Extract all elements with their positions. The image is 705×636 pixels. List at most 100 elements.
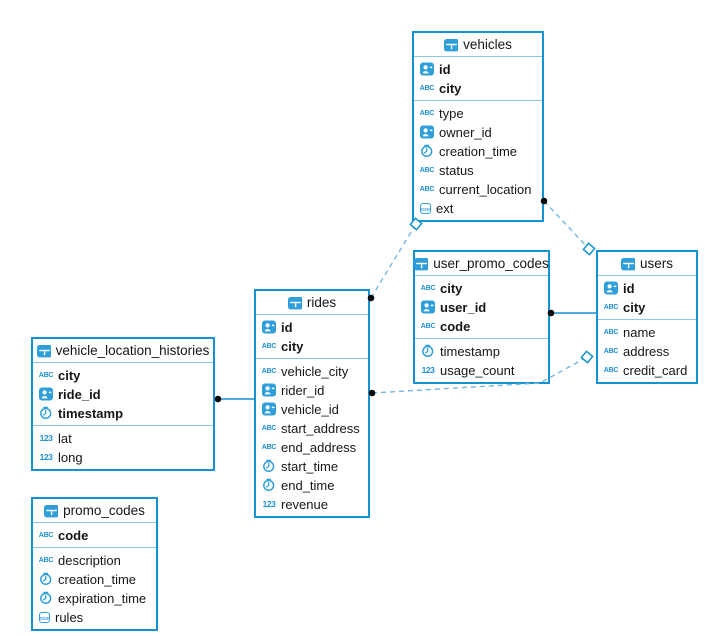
column-end-address[interactable]: ABC end_address bbox=[256, 438, 368, 457]
column-start-address[interactable]: ABC start_address bbox=[256, 419, 368, 438]
column-id[interactable]: id bbox=[414, 60, 542, 79]
column-name: status bbox=[439, 162, 474, 178]
abc-icon: ABC bbox=[261, 367, 277, 375]
column-end-time[interactable]: end_time bbox=[256, 476, 368, 495]
columns-section: timestamp 123 usage_count bbox=[415, 339, 548, 382]
column-name: start_address bbox=[281, 420, 360, 436]
column-city[interactable]: ABC city bbox=[414, 79, 542, 98]
column-name: creation_time bbox=[58, 571, 137, 587]
table-header[interactable]: rides bbox=[256, 291, 368, 315]
column-name: ext bbox=[436, 200, 454, 216]
column-name: address bbox=[623, 343, 670, 359]
table-header[interactable]: vehicles bbox=[414, 33, 542, 57]
relation-vehicles-users bbox=[543, 200, 590, 250]
column-address[interactable]: ABC address bbox=[598, 342, 696, 361]
column-rider-id[interactable]: rider_id bbox=[256, 381, 368, 400]
column-ride-id[interactable]: ride_id bbox=[33, 385, 213, 404]
columns-section: ABC type owner_id creation_time ABC stat… bbox=[414, 101, 542, 220]
column-credit-card[interactable]: ABC credit_card bbox=[598, 361, 696, 380]
column-vehicle-id[interactable]: vehicle_id bbox=[256, 400, 368, 419]
table-icon bbox=[620, 257, 635, 271]
json-icon: JSON bbox=[39, 611, 50, 623]
abc-icon: ABC bbox=[603, 303, 619, 311]
abc-icon: ABC bbox=[261, 443, 277, 451]
table-promo-codes[interactable]: promo_codes ABC code ABC description cre… bbox=[31, 497, 158, 631]
clock-icon bbox=[262, 478, 276, 492]
table-title: vehicle_location_histories bbox=[55, 343, 210, 358]
table-header[interactable]: promo_codes bbox=[33, 499, 156, 523]
column-start-time[interactable]: start_time bbox=[256, 457, 368, 476]
column-name: current_location bbox=[439, 181, 532, 197]
number-icon: 123 bbox=[421, 365, 435, 375]
table-user-promo-codes[interactable]: user_promo_codes ABC city user_id ABC co… bbox=[413, 250, 550, 384]
table-title: users bbox=[639, 256, 673, 271]
column-name: id bbox=[281, 319, 293, 335]
table-users[interactable]: users id ABC city ABC name ABC address A… bbox=[596, 250, 698, 384]
abc-icon: ABC bbox=[261, 342, 277, 350]
column-vehicle-city[interactable]: ABC vehicle_city bbox=[256, 362, 368, 381]
column-city[interactable]: ABC city bbox=[415, 279, 548, 298]
clock-icon bbox=[39, 591, 53, 605]
relation-rides-vehicles bbox=[370, 223, 417, 299]
column-city[interactable]: ABC city bbox=[598, 298, 696, 317]
table-header[interactable]: users bbox=[598, 252, 696, 276]
column-revenue[interactable]: 123 revenue bbox=[256, 495, 368, 514]
columns-section: 123 lat 123 long bbox=[33, 426, 213, 469]
clock-icon bbox=[420, 144, 434, 158]
abc-icon: ABC bbox=[261, 424, 277, 432]
primary-key-section: ABC city ride_id timestamp bbox=[33, 363, 213, 426]
column-description[interactable]: ABC description bbox=[33, 551, 156, 570]
abc-icon: ABC bbox=[38, 531, 54, 539]
person-id-icon bbox=[262, 402, 276, 416]
table-vehicles[interactable]: vehicles id ABC city ABC type owner_id bbox=[412, 31, 544, 222]
column-creation-time[interactable]: creation_time bbox=[33, 570, 156, 589]
relation-endpoint-diamond bbox=[580, 350, 594, 364]
column-ext[interactable]: JSON ext bbox=[414, 199, 542, 218]
column-code[interactable]: ABC code bbox=[33, 526, 156, 545]
table-icon bbox=[414, 257, 429, 271]
table-vehicle-location-histories[interactable]: vehicle_location_histories ABC city ride… bbox=[31, 337, 215, 471]
column-timestamp[interactable]: timestamp bbox=[33, 404, 213, 423]
column-name: city bbox=[58, 367, 81, 383]
column-name[interactable]: ABC name bbox=[598, 323, 696, 342]
column-name: city bbox=[281, 338, 304, 354]
abc-icon: ABC bbox=[38, 556, 54, 564]
columns-section: ABC name ABC address ABC credit_card bbox=[598, 320, 696, 382]
person-id-icon bbox=[39, 387, 53, 401]
column-user-id[interactable]: user_id bbox=[415, 298, 548, 317]
column-usage-count[interactable]: 123 usage_count bbox=[415, 361, 548, 380]
clock-icon bbox=[39, 572, 53, 586]
column-creation-time[interactable]: creation_time bbox=[414, 142, 542, 161]
column-timestamp[interactable]: timestamp bbox=[415, 342, 548, 361]
column-name: city bbox=[623, 299, 646, 315]
column-id[interactable]: id bbox=[256, 318, 368, 337]
column-name: timestamp bbox=[440, 343, 500, 359]
clock-icon bbox=[421, 344, 435, 358]
column-city[interactable]: ABC city bbox=[33, 366, 213, 385]
column-owner-id[interactable]: owner_id bbox=[414, 123, 542, 142]
table-header[interactable]: vehicle_location_histories bbox=[33, 339, 213, 363]
table-title: rides bbox=[306, 295, 337, 310]
column-current-location[interactable]: ABC current_location bbox=[414, 180, 542, 199]
person-id-icon bbox=[420, 125, 434, 139]
column-id[interactable]: id bbox=[598, 279, 696, 298]
column-city[interactable]: ABC city bbox=[256, 337, 368, 356]
column-code[interactable]: ABC code bbox=[415, 317, 548, 336]
primary-key-section: id ABC city bbox=[598, 276, 696, 320]
column-name: rules bbox=[55, 609, 84, 625]
column-type[interactable]: ABC type bbox=[414, 104, 542, 123]
column-rules[interactable]: JSON rules bbox=[33, 608, 156, 627]
abc-icon: ABC bbox=[419, 185, 435, 193]
primary-key-section: ABC code bbox=[33, 523, 156, 548]
table-header[interactable]: user_promo_codes bbox=[414, 252, 549, 276]
primary-key-section: id ABC city bbox=[256, 315, 368, 359]
column-name: id bbox=[439, 61, 451, 77]
column-name: end_address bbox=[281, 439, 357, 455]
column-expiration-time[interactable]: expiration_time bbox=[33, 589, 156, 608]
column-name: ride_id bbox=[58, 386, 101, 402]
table-rides[interactable]: rides id ABC city ABC vehicle_city rider… bbox=[254, 289, 370, 518]
column-status[interactable]: ABC status bbox=[414, 161, 542, 180]
column-lat[interactable]: 123 lat bbox=[33, 429, 213, 448]
column-long[interactable]: 123 long bbox=[33, 448, 213, 467]
column-name: description bbox=[58, 552, 121, 568]
